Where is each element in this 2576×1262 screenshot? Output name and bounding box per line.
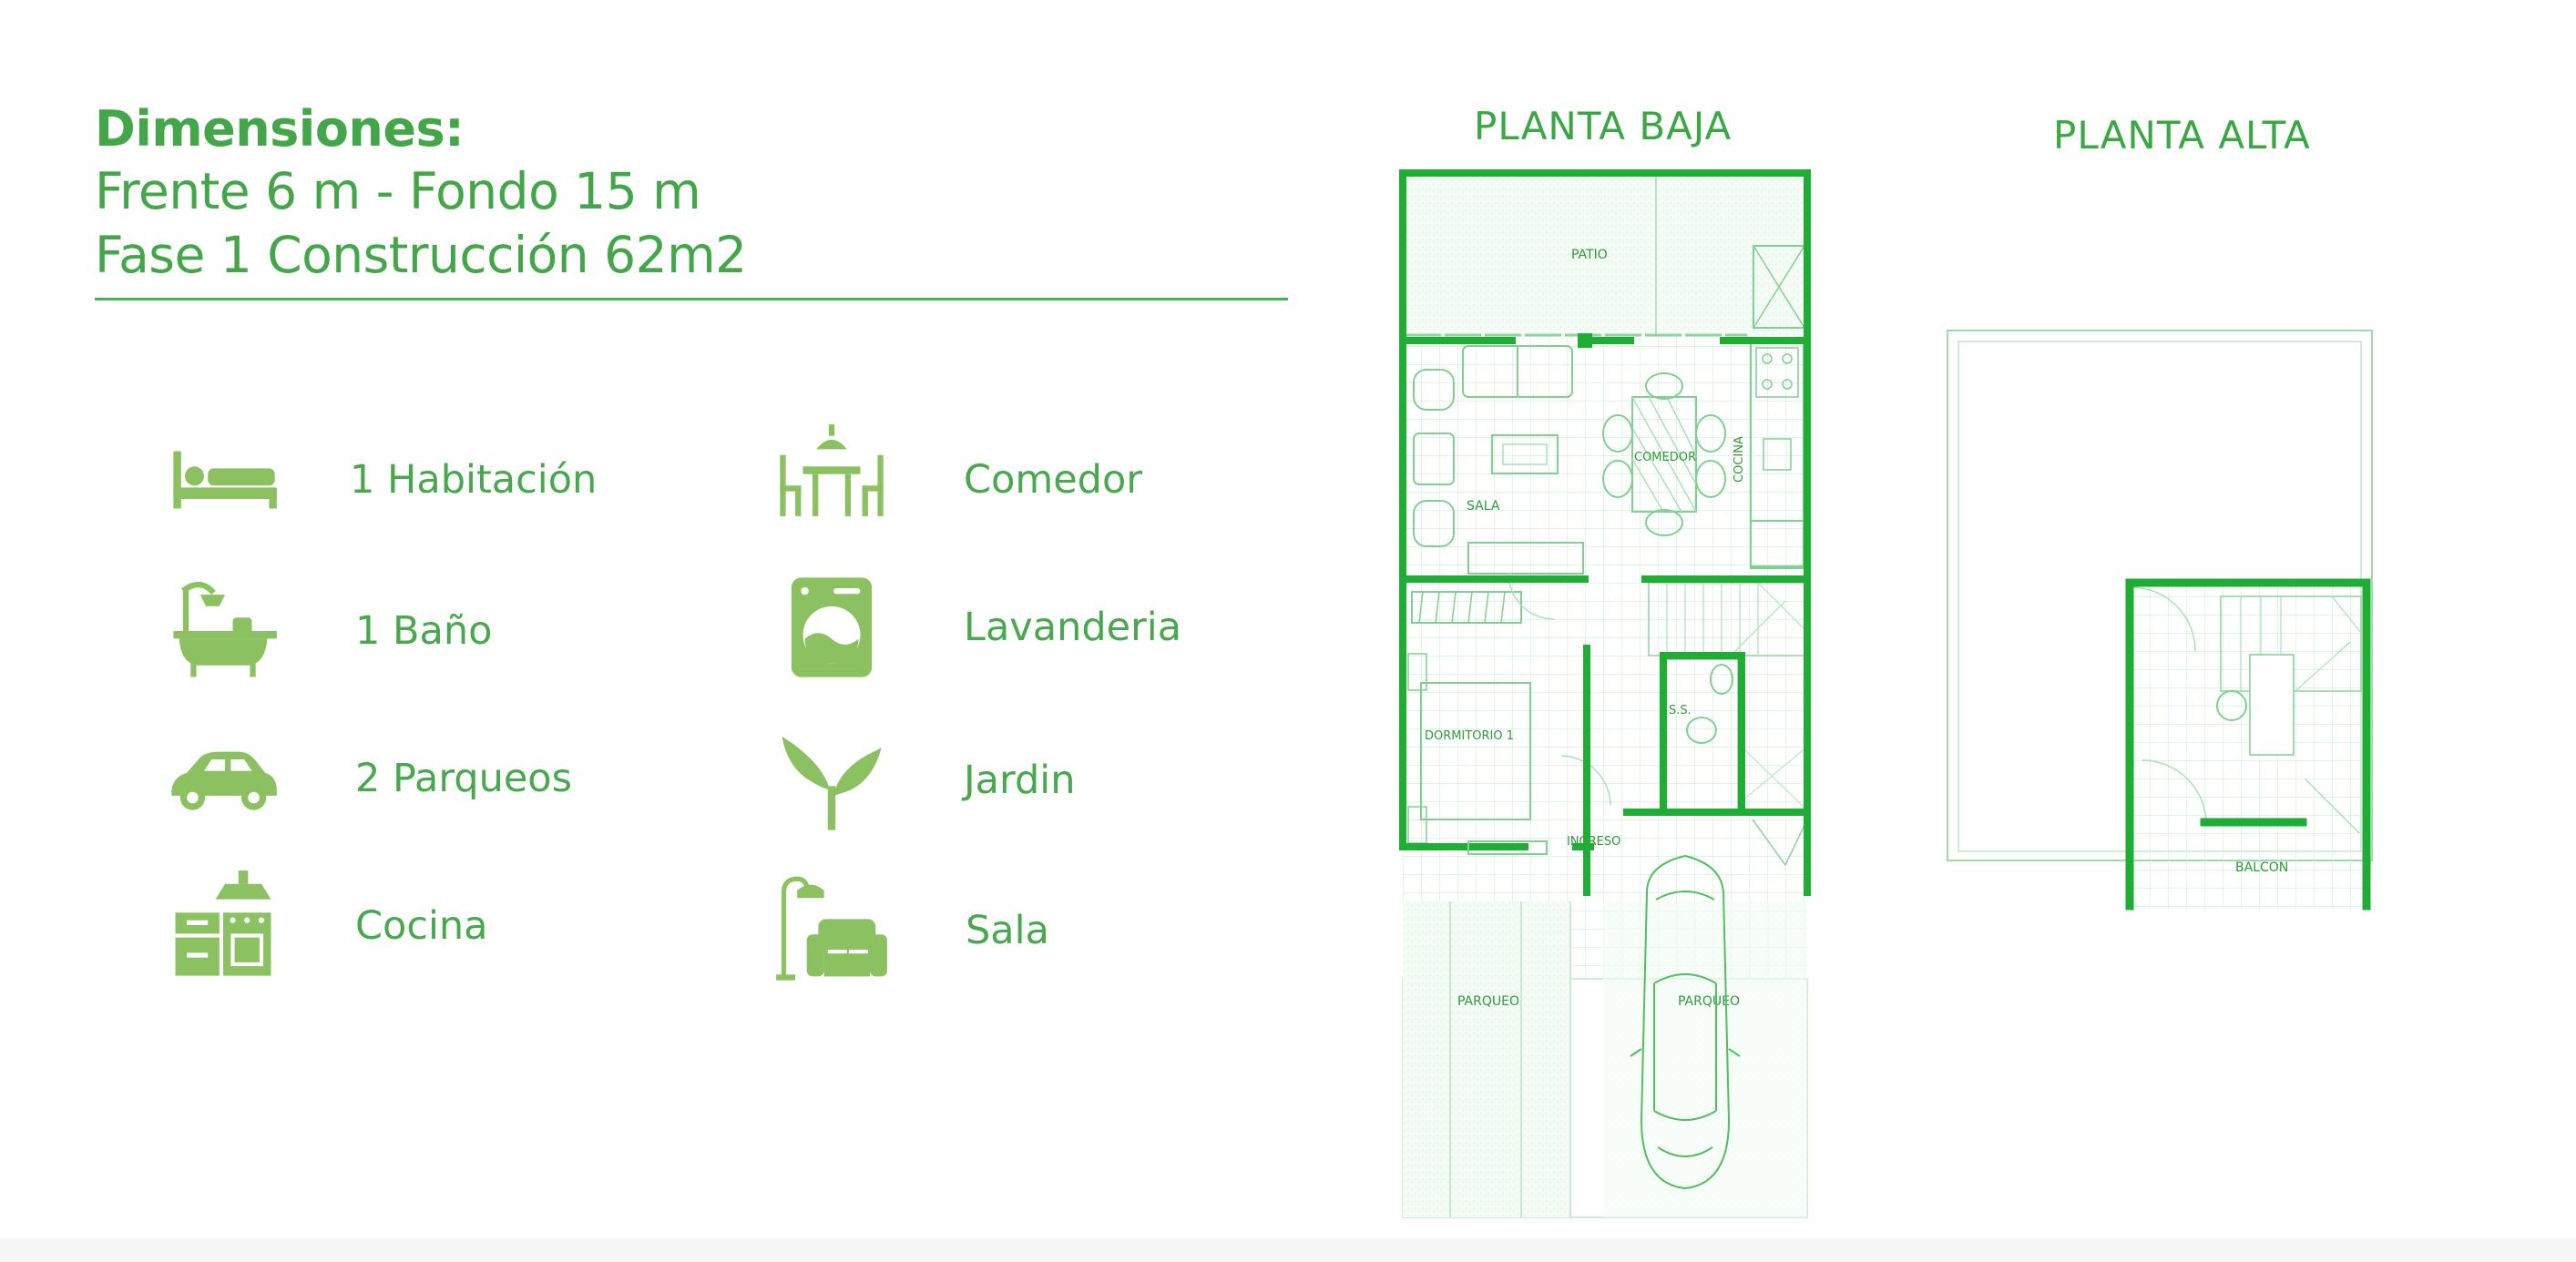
- feature-bathroom: 1 Baño: [164, 572, 492, 690]
- room-label-parqueo-left: PARQUEO: [1457, 994, 1519, 1009]
- feature-living: Sala: [772, 871, 1049, 990]
- dimensions-title: Dimensiones:: [95, 100, 465, 158]
- construction-phase: Fase 1 Construcción 62m2: [95, 226, 747, 284]
- kitchen-icon: [164, 867, 282, 985]
- feature-label: 2 Parqueos: [355, 756, 573, 801]
- car-icon: [164, 719, 282, 838]
- feature-dining: Comedor: [772, 421, 1142, 539]
- closet: [1411, 591, 1522, 624]
- room-label-sala: SALA: [1467, 499, 1500, 514]
- feature-kitchen: Cocina: [164, 867, 488, 985]
- upper-toilet: [2216, 690, 2247, 721]
- feature-label: Cocina: [355, 903, 488, 949]
- feature-parking: 2 Parqueos: [164, 719, 572, 838]
- patio-area: [1403, 175, 1807, 337]
- upper-floor-title: PLANTA ALTA: [2053, 113, 2311, 158]
- feature-garden: Jardin: [772, 721, 1075, 840]
- toilet: [1710, 664, 1733, 695]
- room-label-ss: S.S.: [1669, 704, 1692, 718]
- header-divider: [95, 298, 1288, 300]
- coffee-table: [1491, 434, 1559, 474]
- ground-floor-plan: PATIO SALA COMEDOR COCINA DORMITORIO 1 S…: [1399, 169, 1811, 1218]
- sofa-lamp-icon: [772, 871, 891, 990]
- kitchen-sink: [1763, 438, 1792, 471]
- upper-floor-plan: BALCON: [1947, 330, 2373, 911]
- room-label-balcon: BALCON: [2235, 860, 2288, 875]
- interior-floor: [1403, 337, 1807, 979]
- upper-vanity: [2249, 654, 2295, 756]
- stove: [1755, 347, 1799, 398]
- feature-label: 1 Baño: [355, 608, 493, 654]
- car-outline: [1630, 854, 1741, 1190]
- feature-laundry: Lavanderia: [772, 568, 1181, 687]
- feature-label: Comedor: [964, 457, 1142, 503]
- walls: [1399, 169, 1811, 896]
- footer-band: [0, 1238, 2576, 1262]
- sprout-icon: [772, 721, 891, 840]
- bed-icon: [164, 421, 282, 539]
- washbasin: [1686, 717, 1717, 744]
- room-label-cocina: COCINA: [1733, 436, 1746, 483]
- room-label-parqueo-right: PARQUEO: [1678, 994, 1740, 1009]
- feature-label: Jardin: [964, 758, 1076, 803]
- room-label-dormitorio: DORMITORIO 1: [1425, 729, 1514, 743]
- lot-dimensions: Frente 6 m - Fondo 15 m: [95, 162, 701, 220]
- dining-table-icon: [772, 421, 891, 539]
- feature-label: Lavanderia: [964, 605, 1182, 650]
- parking-left-pad: [1403, 901, 1570, 1217]
- feature-label: 1 Habitación: [350, 457, 598, 503]
- washing-machine-icon: [772, 568, 891, 687]
- tv-console: [1467, 542, 1584, 575]
- room-label-patio: PATIO: [1571, 248, 1608, 262]
- ground-floor-title: PLANTA BAJA: [1474, 104, 1733, 148]
- upper-walls: [2125, 578, 2371, 911]
- feature-label: Sala: [966, 908, 1049, 953]
- bathtub-icon: [164, 572, 282, 690]
- room-label-comedor: COMEDOR: [1634, 451, 1696, 464]
- bedroom-window: [1467, 840, 1548, 855]
- feature-bedroom: 1 Habitación: [164, 421, 597, 539]
- bed: [1420, 682, 1531, 820]
